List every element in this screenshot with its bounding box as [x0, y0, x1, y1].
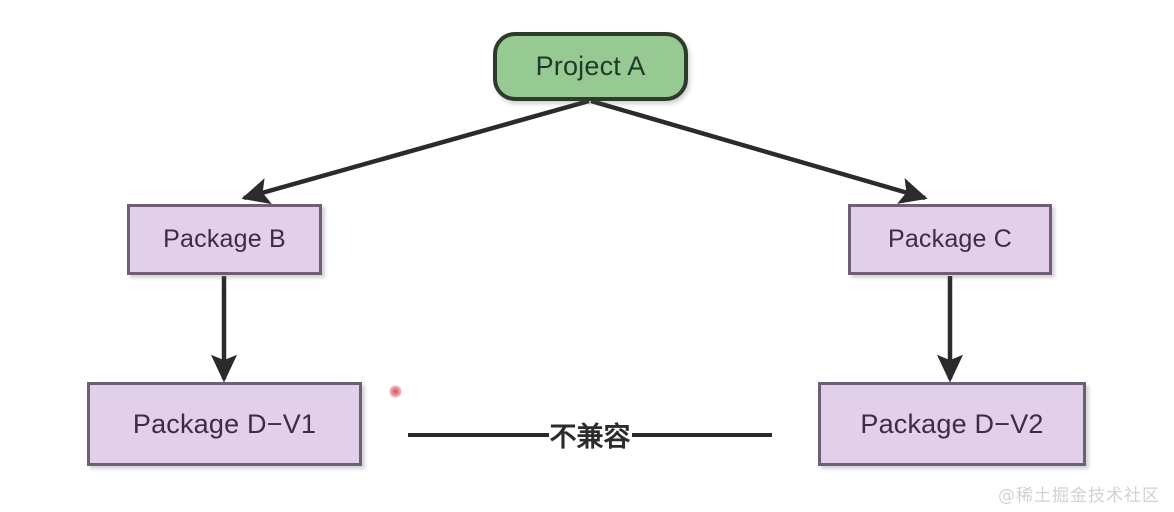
node-package-d-v1[interactable]: Package D−V1: [87, 382, 362, 466]
incompatible-label: 不兼容: [549, 421, 631, 453]
node-package-d-v1-label: Package D−V1: [132, 408, 317, 439]
watermark: @稀土掘金技术社区: [998, 486, 1160, 506]
incompatible-relation: 不兼容: [408, 410, 772, 460]
edge-a-to-c: [590, 98, 928, 204]
node-project-a-label: Project A: [535, 51, 646, 81]
edge-a-to-b: [241, 98, 590, 205]
node-project-a[interactable]: Project A: [493, 32, 688, 101]
node-package-c[interactable]: Package C: [848, 204, 1052, 275]
incompatible-rule-right: [631, 433, 772, 437]
node-package-b-label: Package B: [163, 225, 286, 253]
node-package-b[interactable]: Package B: [127, 204, 322, 275]
incompatible-rule-left: [408, 433, 549, 437]
node-package-d-v2[interactable]: Package D−V2: [818, 382, 1086, 466]
node-package-c-label: Package C: [887, 225, 1013, 253]
cursor-dot-indicator: [389, 385, 402, 398]
node-package-d-v2-label: Package D−V2: [860, 408, 1044, 439]
